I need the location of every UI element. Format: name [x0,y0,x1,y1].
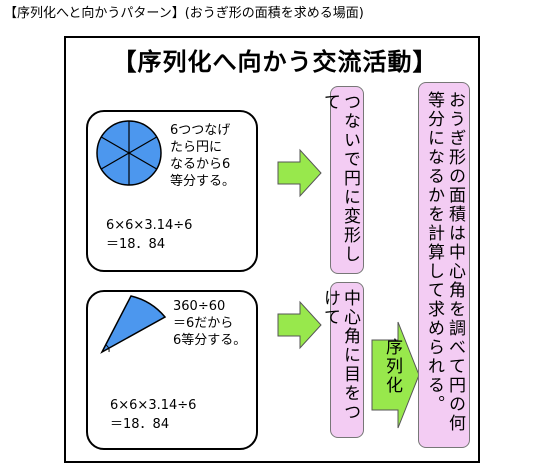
method-box-transform: つないで円に変形して [320,86,364,274]
idea-card-circle: 6つつなげ たら円に なるから6 等分する。 6×6×3.14÷6 ＝18．84 [86,110,258,272]
card1-formula-line: ＝18．84 [106,237,166,252]
sequencing-label: 序列化 [382,338,402,395]
card1-text-line: なるから6 [170,157,231,172]
card2-text-line: ＝6だから [173,316,234,331]
card2-text-line: 6等分する。 [173,333,247,348]
right-arrow-icon [277,148,322,198]
right-arrow-icon [277,300,322,350]
card1-formula: 6×6×3.14÷6 ＝18．84 [106,216,192,254]
method-box-central-angle: 中心角に目をつけて [320,282,364,438]
circle-divided-icon [96,120,162,186]
card1-formula-line: 6×6×3.14÷6 [106,218,193,233]
card1-text-line: 等分する。 [170,174,236,189]
page-caption: 【序列化へと向かうパターン】(おうぎ形の面積を求める場面) [4,6,364,21]
card2-formula: 6×6×3.14÷6 ＝18．84 [110,396,196,434]
card2-text-line: 360÷60 [173,299,226,314]
sector-icon [100,295,167,354]
idea-card-sector: 360÷60 ＝6だから 6等分する。 6×6×3.14÷6 ＝18．84 [86,290,258,450]
card2-formula-line: ＝18．84 [110,417,170,432]
card2-formula-line: 6×6×3.14÷6 [110,398,197,413]
card1-text-line: 6つつなげ [170,123,231,138]
card2-text: 360÷60 ＝6だから 6等分する。 [173,298,246,349]
diagram-title: 【序列化へ向かう交流活動】 [112,48,438,76]
card1-text-line: たら円に [170,140,223,155]
card1-text: 6つつなげ たら円に なるから6 等分する。 [170,122,235,190]
sequencing-arrow-icon [371,321,420,429]
conclusion-box: おうぎ形の面積は中心角を調べて円の何等分になるかを計算して求められる。 [418,82,470,448]
